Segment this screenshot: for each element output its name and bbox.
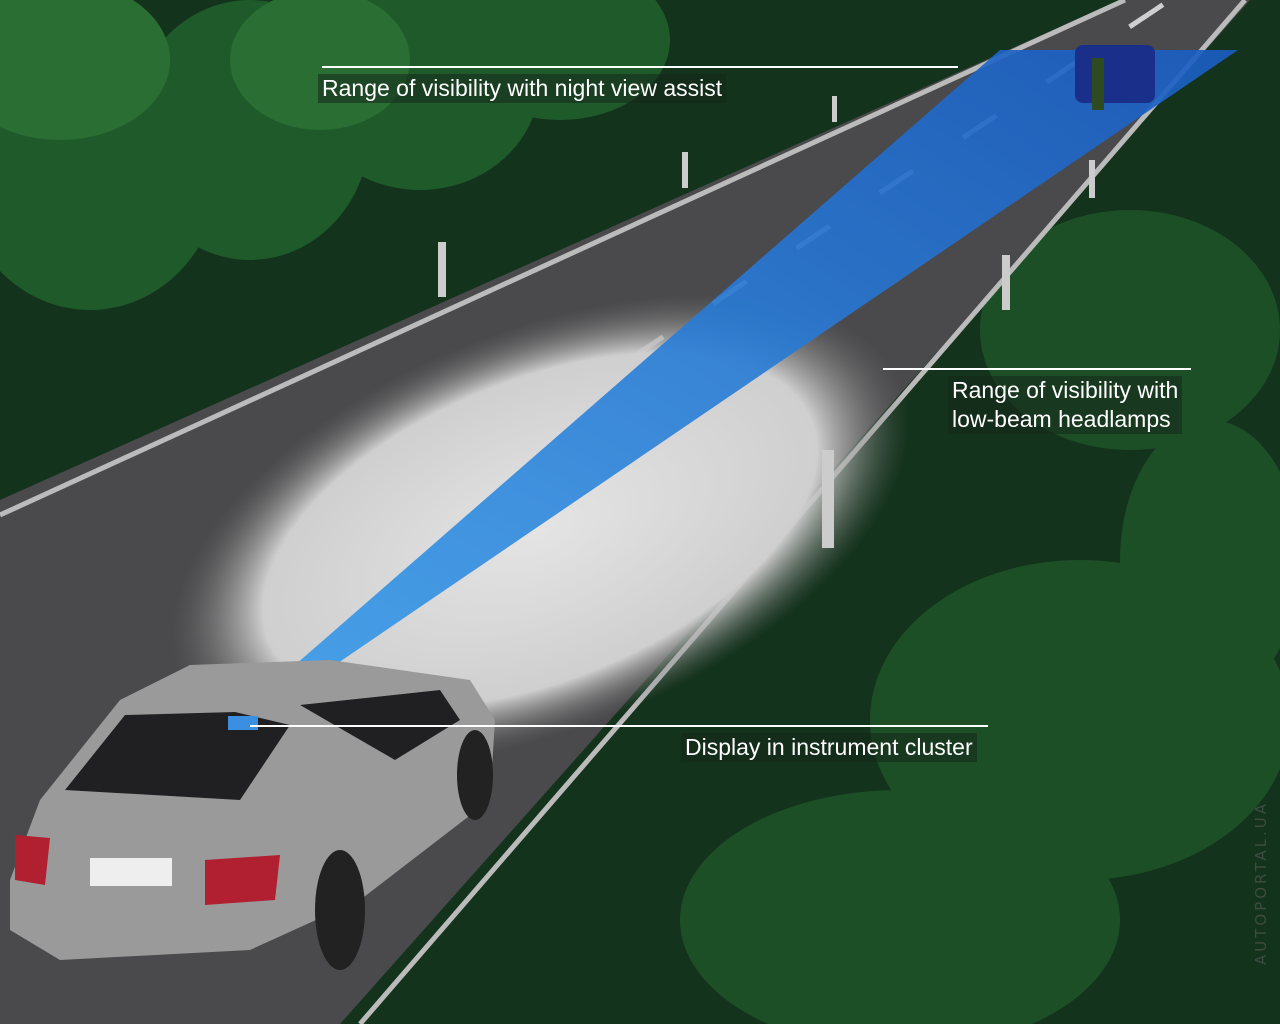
display-leader-line bbox=[250, 725, 988, 727]
low-beam-label-line2: low-beam headlamps bbox=[952, 406, 1171, 432]
trees-right bbox=[680, 210, 1280, 1024]
instrument-display-label: Display in instrument cluster bbox=[681, 733, 977, 762]
distant-car bbox=[1075, 45, 1155, 103]
low-beam-range-label: Range of visibility with low-beam headla… bbox=[948, 376, 1183, 434]
reflector-posts bbox=[438, 96, 1095, 548]
night-view-beam bbox=[295, 50, 1238, 665]
instrument-display bbox=[228, 716, 258, 730]
pedestrian bbox=[1092, 58, 1104, 110]
night-view-leader-line bbox=[322, 66, 958, 68]
low-beam-label-line1: Range of visibility with bbox=[952, 377, 1179, 403]
night-view-range-label: Range of visibility with night view assi… bbox=[318, 74, 727, 103]
watermark: AUTOPORTAL.UA bbox=[1252, 800, 1270, 965]
low-beam-leader-line bbox=[883, 368, 1191, 370]
